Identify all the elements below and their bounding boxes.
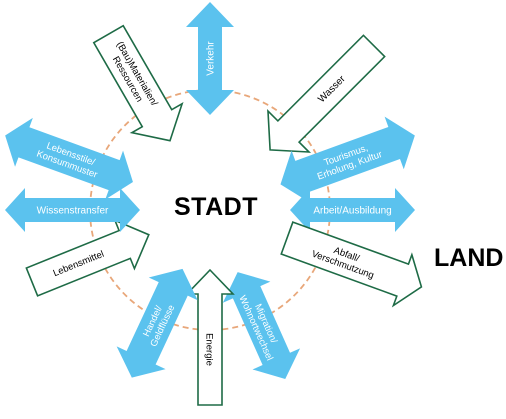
- arrow-tourismus-shape: [280, 116, 415, 204]
- arrow-lebensstile: Lebensstile/Konsummuster: [5, 117, 133, 200]
- arrow-handel-shape: [116, 268, 198, 378]
- arrow-lebensstile-shape: [5, 117, 133, 200]
- arrow-tourismus: Tourismus,Erholung, Kultur: [280, 116, 415, 204]
- arrow-energie-label: Energie: [204, 333, 215, 366]
- arrow-migration-shape: [222, 272, 301, 380]
- arrow-verkehr-label-line: Verkehr: [206, 41, 217, 76]
- arrow-migration: Migration/Wohnortwechsel: [222, 272, 301, 380]
- arrow-abfall-shape: [280, 221, 423, 308]
- arrow-handel: Handel/Geldflüsse: [116, 268, 198, 378]
- city-title: STADT: [174, 193, 258, 221]
- arrow-lebensmittel: Lebensmittel: [25, 218, 150, 297]
- arrow-verkehr: Verkehr: [186, 2, 234, 115]
- arrow-wissenstransfer-label-line: Wissenstransfer: [37, 206, 109, 217]
- arrow-verkehr-label: Verkehr: [206, 41, 217, 76]
- arrow-wissenstransfer: Wissenstransfer: [5, 188, 140, 232]
- arrow-arbeit-shape: [290, 188, 415, 232]
- arrow-arbeit-label-line: Arbeit/Ausbildung: [313, 206, 391, 217]
- arrow-abfall: Abfall/Verschmutzung: [280, 221, 423, 308]
- arrow-energie: Energie: [185, 268, 235, 406]
- arrow-energie-label-line: Energie: [204, 333, 215, 366]
- arrow-arbeit: Arbeit/Ausbildung: [290, 188, 415, 232]
- arrow-wasser-shape: [267, 34, 386, 153]
- arrow-arbeit-label: Arbeit/Ausbildung: [313, 206, 391, 217]
- arrow-wasser: Wasser: [267, 34, 386, 153]
- country-title: LAND: [434, 244, 504, 272]
- arrow-verkehr-shape: [186, 2, 234, 115]
- arrow-materialien-shape: [92, 24, 184, 142]
- arrow-lebensmittel-shape: [25, 218, 150, 297]
- arrow-wissenstransfer-shape: [5, 188, 140, 232]
- arrow-materialien: (Bau)Materialien/Ressourcen: [92, 24, 184, 142]
- arrow-wissenstransfer-label: Wissenstransfer: [37, 206, 109, 217]
